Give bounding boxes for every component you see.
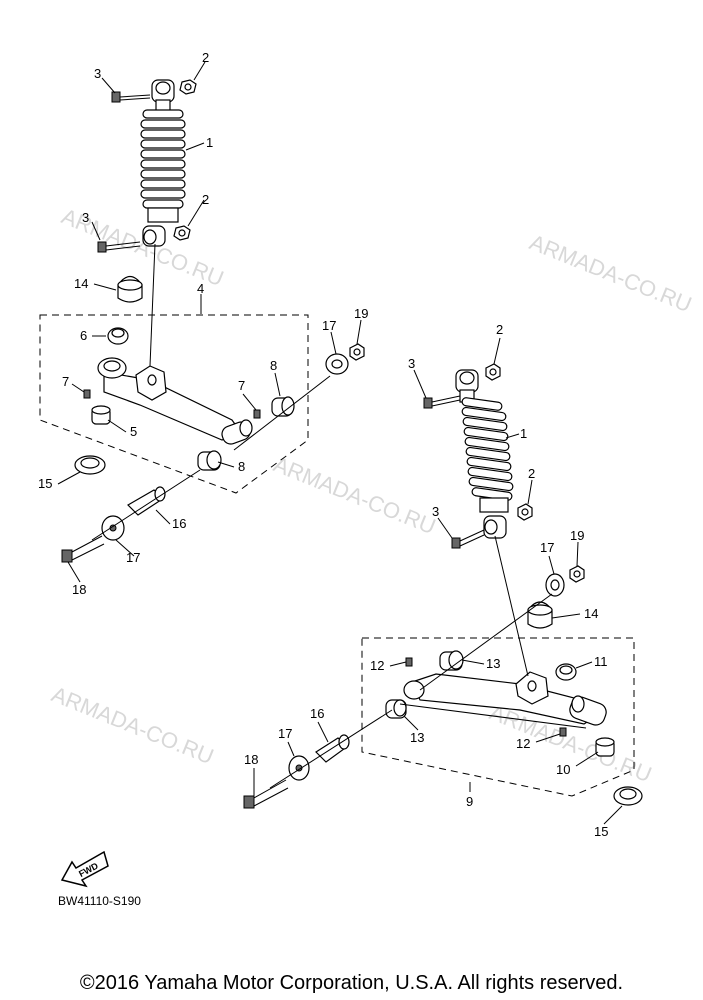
left-axis-lines	[91, 243, 331, 541]
callout-3: 3	[432, 504, 439, 519]
callout-4: 4	[197, 281, 204, 296]
right-bottom-bolt	[451, 529, 485, 549]
watermark-3: ARMADA-CO.RU	[270, 451, 439, 539]
callout-1: 1	[206, 135, 213, 150]
diagram-code: BW41110-S190	[58, 894, 141, 908]
callout-17: 17	[126, 550, 140, 565]
callout-17: 17	[322, 318, 336, 333]
callout-9: 9	[466, 794, 473, 809]
callout-3: 3	[408, 356, 415, 371]
callout-7: 7	[62, 374, 69, 389]
copyright-notice: ©2016 Yamaha Motor Corporation, U.S.A. A…	[79, 972, 624, 994]
callout-12: 12	[370, 658, 384, 673]
watermark-4: ARMADA-CO.RU	[48, 681, 217, 769]
left-shock-absorber	[140, 79, 186, 247]
callout-10: 10	[556, 762, 570, 777]
right-callouts: 2 3 1 2 3 19 17 14 11 12 13 16 17 13 12 …	[244, 322, 608, 839]
callout-16: 16	[172, 516, 186, 531]
right-bushing-11	[555, 663, 577, 681]
right-pivot-bolt	[243, 779, 289, 809]
callout-17: 17	[278, 726, 292, 741]
callout-1: 1	[520, 426, 527, 441]
left-callouts: 3 2 1 2 3 14 4 6 17 19 8 7 7 5 8 15 16 1…	[38, 50, 368, 597]
left-bushing-8-lower	[197, 450, 222, 471]
right-dust-cap	[527, 601, 553, 629]
left-seal	[74, 455, 106, 475]
callout-8: 8	[238, 459, 245, 474]
left-lower-arm	[97, 357, 253, 445]
callout-5: 5	[130, 424, 137, 439]
left-bottom-bolt	[97, 241, 141, 253]
callout-2: 2	[202, 192, 209, 207]
right-bushing-10	[595, 737, 615, 757]
callout-13: 13	[410, 730, 424, 745]
right-axis-lines	[269, 535, 587, 789]
left-top-nut	[179, 79, 197, 95]
callout-17: 17	[540, 540, 554, 555]
callout-19: 19	[354, 306, 368, 321]
callout-18: 18	[244, 752, 258, 767]
left-bushing-5	[91, 405, 111, 425]
left-bottom-nut	[173, 225, 191, 241]
left-bushing-6	[107, 327, 129, 345]
right-leaders	[253, 337, 623, 825]
left-arm-assembly-box	[39, 314, 309, 494]
right-bottom-nut	[517, 503, 533, 521]
left-washer-17-upper	[325, 353, 349, 375]
callout-14: 14	[584, 606, 598, 621]
right-lower-arm	[403, 671, 607, 726]
right-washer-17-upper	[545, 573, 565, 597]
left-sleeve	[127, 486, 166, 516]
left-nut-19	[349, 343, 365, 361]
callout-3: 3	[82, 210, 89, 225]
callout-11: 11	[594, 654, 608, 669]
right-seal	[613, 786, 643, 806]
right-nut-19	[569, 565, 585, 583]
callout-15: 15	[38, 476, 52, 491]
right-bushing-13-upper	[439, 650, 464, 671]
left-pivot-bolt	[61, 535, 105, 563]
callout-15: 15	[594, 824, 608, 839]
right-shock-absorber	[455, 369, 514, 539]
right-grease-fitting-b	[559, 727, 567, 737]
right-grease-fitting-a	[405, 657, 413, 667]
callout-6: 6	[80, 328, 87, 343]
fwd-arrow-icon: FWD	[60, 850, 109, 888]
right-arm-assembly-box	[361, 637, 635, 797]
callout-7: 7	[238, 378, 245, 393]
left-bushing-8-upper	[271, 396, 295, 417]
callout-2: 2	[528, 466, 535, 481]
callout-18: 18	[72, 582, 86, 597]
left-top-bolt	[111, 91, 151, 103]
callout-12: 12	[516, 736, 530, 751]
callout-19: 19	[570, 528, 584, 543]
watermark-2: ARMADA-CO.RU	[526, 229, 695, 317]
callout-2: 2	[496, 322, 503, 337]
callout-3: 3	[94, 66, 101, 81]
left-leaders	[57, 61, 362, 583]
callout-8: 8	[270, 358, 277, 373]
callout-13: 13	[486, 656, 500, 671]
callout-2: 2	[202, 50, 209, 65]
right-washer-17-lower	[288, 755, 310, 781]
right-top-nut	[485, 363, 501, 381]
callout-16: 16	[310, 706, 324, 721]
left-grease-fitting-b	[253, 409, 261, 419]
left-washer-17-lower	[101, 515, 125, 541]
callout-14: 14	[74, 276, 88, 291]
left-grease-fitting-a	[83, 389, 91, 399]
right-bushing-13-lower	[385, 699, 407, 719]
left-dust-cap	[117, 275, 143, 303]
right-top-bolt	[423, 395, 461, 409]
